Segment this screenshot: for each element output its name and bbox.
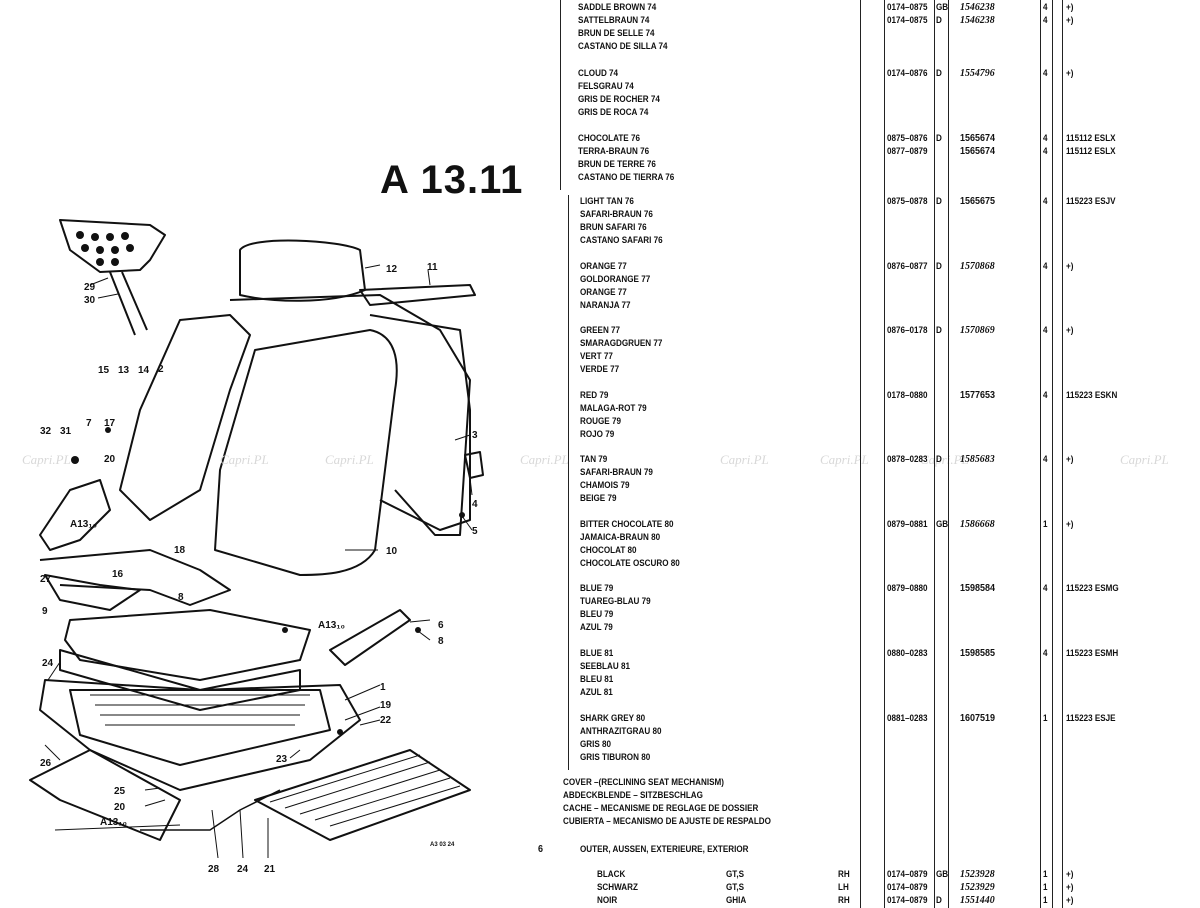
svg-text:13: 13 bbox=[118, 365, 130, 376]
watermark: Capri.PL bbox=[22, 452, 71, 467]
svg-text:A13₁₀: A13₁₀ bbox=[318, 620, 345, 631]
watermark: Capri.PL bbox=[325, 452, 374, 467]
svg-text:15: 15 bbox=[98, 365, 110, 376]
table-rule bbox=[560, 0, 561, 190]
seat-cushion bbox=[64, 609, 311, 681]
svg-text:25: 25 bbox=[114, 786, 126, 797]
svg-text:20: 20 bbox=[114, 802, 126, 813]
headrest-stem bbox=[109, 271, 148, 336]
svg-text:26: 26 bbox=[40, 758, 52, 769]
svg-text:8: 8 bbox=[438, 636, 444, 647]
diagram-callouts: 29 30 12 11 15 13 14 2 17 32 31 7 20 3 4… bbox=[40, 262, 478, 875]
watermark: Capri.PL bbox=[220, 452, 269, 467]
floor-flap bbox=[254, 749, 471, 841]
headrest-pad bbox=[59, 219, 166, 273]
svg-text:16: 16 bbox=[112, 569, 124, 580]
back-panel bbox=[369, 314, 471, 531]
watermark: Capri.PL bbox=[820, 452, 869, 467]
table-rule bbox=[884, 0, 885, 908]
seat-exploded-diagram: 29 30 12 11 15 13 14 2 17 32 31 7 20 3 4… bbox=[29, 219, 484, 875]
table-rule bbox=[860, 0, 861, 908]
svg-text:24: 24 bbox=[237, 864, 249, 875]
svg-text:23: 23 bbox=[276, 754, 288, 765]
table-rule bbox=[948, 0, 949, 908]
svg-text:1: 1 bbox=[380, 682, 386, 693]
table-rule bbox=[934, 0, 935, 908]
svg-text:A13₁₀: A13₁₀ bbox=[100, 817, 127, 828]
svg-text:10: 10 bbox=[386, 546, 398, 557]
headrest bbox=[239, 239, 366, 302]
svg-text:28: 28 bbox=[208, 864, 220, 875]
svg-text:A13₁₀: A13₁₀ bbox=[70, 519, 97, 530]
side-trim bbox=[119, 314, 251, 521]
seat-runner bbox=[29, 749, 181, 841]
svg-text:9: 9 bbox=[42, 606, 48, 617]
svg-text:20: 20 bbox=[104, 454, 116, 465]
svg-text:32: 32 bbox=[40, 426, 52, 437]
svg-text:A3 03 24: A3 03 24 bbox=[430, 842, 455, 848]
svg-text:22: 22 bbox=[380, 715, 392, 726]
page-title: A 13.11 bbox=[380, 158, 524, 202]
table-rule bbox=[1040, 0, 1041, 908]
svg-text:7: 7 bbox=[86, 418, 92, 429]
recliner-mechanism bbox=[39, 479, 111, 551]
watermark: Capri.PL bbox=[920, 452, 969, 467]
svg-text:18: 18 bbox=[174, 545, 186, 556]
svg-text:14: 14 bbox=[138, 365, 150, 376]
outer-cover bbox=[329, 609, 411, 666]
table-rule bbox=[1062, 0, 1063, 908]
svg-text:2: 2 bbox=[158, 364, 164, 375]
svg-text:8: 8 bbox=[178, 592, 184, 603]
svg-text:11: 11 bbox=[427, 262, 438, 273]
svg-text:31: 31 bbox=[60, 426, 72, 437]
svg-text:30: 30 bbox=[84, 295, 96, 306]
svg-text:6: 6 bbox=[438, 620, 444, 631]
svg-text:24: 24 bbox=[42, 658, 54, 669]
watermark: Capri.PL bbox=[1120, 452, 1169, 467]
svg-text:4: 4 bbox=[472, 499, 478, 510]
svg-text:17: 17 bbox=[104, 418, 116, 429]
svg-text:3: 3 bbox=[472, 430, 478, 441]
table-rule bbox=[568, 195, 569, 770]
watermark: Capri.PL bbox=[720, 452, 769, 467]
table-rule bbox=[1052, 0, 1053, 908]
svg-text:21: 21 bbox=[264, 864, 276, 875]
watermark: Capri.PL bbox=[520, 452, 569, 467]
seat-frame bbox=[39, 679, 361, 791]
svg-text:27: 27 bbox=[40, 574, 52, 585]
svg-text:19: 19 bbox=[380, 700, 392, 711]
svg-text:12: 12 bbox=[386, 264, 398, 275]
svg-text:5: 5 bbox=[472, 526, 478, 537]
svg-text:29: 29 bbox=[84, 282, 96, 293]
